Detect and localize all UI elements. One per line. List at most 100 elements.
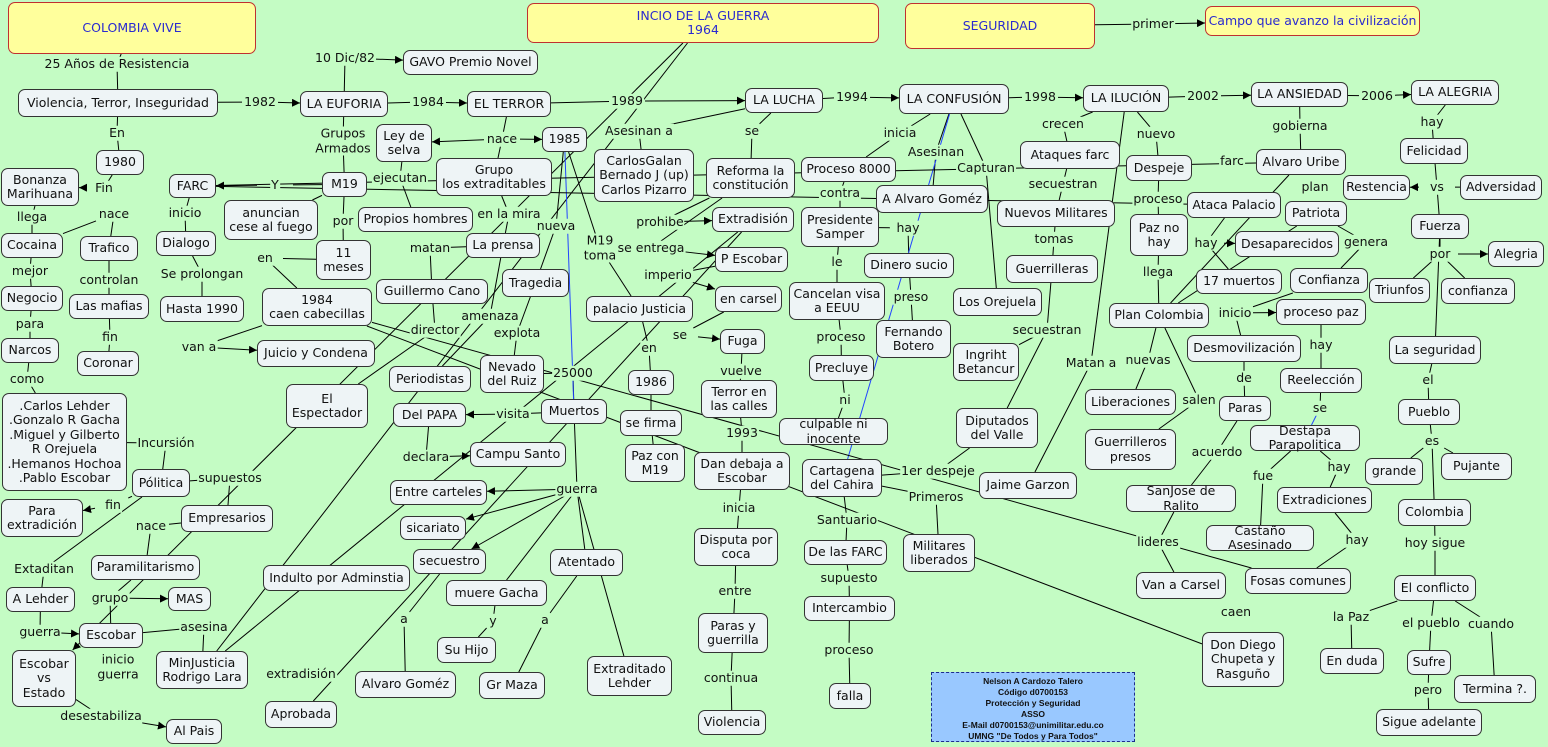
concept-extraditado[interactable]: Extraditado Lehder: [587, 656, 672, 696]
concept-gacha[interactable]: muere Gacha: [446, 580, 547, 606]
concept-galan[interactable]: CarlosGalan Bernado J (up) Carlos Pizarr…: [594, 149, 694, 202]
concept-sufre[interactable]: Sufre: [1407, 650, 1451, 675]
concept-la-seguridad[interactable]: La seguridad: [1389, 336, 1481, 364]
concept-reforma[interactable]: Reforma la constitución: [706, 158, 795, 198]
concept-muertos17[interactable]: 17 muertos: [1196, 269, 1282, 294]
concept-culpable[interactable]: culpable ni inocente: [779, 416, 888, 445]
concept-alvaro2[interactable]: A Alvaro Goméz: [876, 185, 988, 213]
concept-desaparecidos[interactable]: Desaparecidos: [1235, 231, 1339, 257]
concept-violencia2[interactable]: Violencia: [698, 710, 766, 735]
concept-papa[interactable]: Del PAPA: [393, 403, 466, 427]
concept-militares[interactable]: Militares liberados: [903, 534, 975, 572]
concept-plan[interactable]: Plan Colombia: [1109, 303, 1209, 328]
concept-n1985[interactable]: 1985: [542, 127, 587, 152]
concept-se-firma[interactable]: se firma: [620, 410, 682, 436]
concept-carteles[interactable]: Entre carteles: [390, 480, 487, 505]
concept-ataques[interactable]: Ataques farc: [1020, 141, 1120, 169]
concept-once-meses[interactable]: 11 meses: [316, 240, 371, 280]
concept-minjusticia[interactable]: MinJusticia Rodrigo Lara: [156, 651, 248, 689]
concept-fosas[interactable]: Fosas comunes: [1245, 568, 1351, 594]
concept-colombia[interactable]: Colombia: [1398, 499, 1471, 526]
concept-ingrid[interactable]: Ingriht Betancur: [953, 343, 1019, 381]
concept-bonanza[interactable]: Bonanza Marihuana: [1, 168, 79, 206]
concept-van-carsel[interactable]: Van a Carsel: [1136, 572, 1226, 599]
concept-politica[interactable]: Pólitica: [132, 469, 190, 497]
concept-escobar[interactable]: Escobar: [79, 623, 143, 648]
concept-juicio[interactable]: Juicio y Condena: [257, 340, 375, 367]
concept-de-farc[interactable]: De las FARC: [804, 540, 887, 565]
concept-euforia[interactable]: LA EUFORIA: [300, 91, 388, 117]
concept-extraditables[interactable]: Grupo los extraditables: [436, 158, 552, 196]
concept-fuerza[interactable]: Fuerza: [1411, 214, 1469, 239]
concept-confianza[interactable]: Confianza: [1290, 268, 1368, 293]
concept-alegria2[interactable]: Alegria: [1488, 241, 1544, 267]
concept-ilucion[interactable]: LA ILUCIÓN: [1083, 85, 1169, 112]
concept-negocio[interactable]: Negocio: [1, 286, 63, 311]
concept-hasta1990[interactable]: Hasta 1990: [160, 296, 244, 322]
concept-paz-no[interactable]: Paz no hay: [1130, 214, 1188, 256]
concept-alegria[interactable]: LA ALEGRIA: [1411, 80, 1499, 105]
concept-inicio-guerra[interactable]: INCIO DE LA GUERRA 1964: [527, 3, 879, 43]
concept-reeleccion[interactable]: Reelección: [1280, 368, 1362, 393]
concept-indulto[interactable]: Indulto por Adminstia: [263, 565, 410, 591]
concept-grande[interactable]: grande: [1365, 458, 1423, 485]
concept-dinero[interactable]: Dinero sucio: [864, 253, 954, 278]
concept-caen[interactable]: 1984 caen cabecillas: [262, 288, 372, 326]
concept-falla[interactable]: falla: [829, 683, 871, 709]
concept-visa[interactable]: Cancelan visa a EEUU: [789, 282, 885, 320]
concept-patriota[interactable]: Patriota: [1285, 201, 1347, 226]
concept-despeje[interactable]: Despeje: [1126, 155, 1192, 181]
concept-dan-baja[interactable]: Dan debaja a Escobar: [694, 452, 790, 490]
concept-seguridad[interactable]: SEGURIDAD: [905, 3, 1095, 49]
concept-nevado[interactable]: Nevado del Ruiz: [480, 355, 544, 393]
concept-confianza2[interactable]: confianza: [1441, 278, 1515, 304]
concept-paras[interactable]: Paras: [1219, 396, 1271, 421]
concept-paramilitarismo[interactable]: Paramilitarismo: [91, 555, 200, 580]
concept-adversidad[interactable]: Adversidad: [1460, 175, 1542, 200]
concept-muertos[interactable]: Muertos: [541, 399, 607, 424]
concept-espectador[interactable]: El Espectador: [286, 384, 368, 428]
concept-dialogo[interactable]: Dialogo: [156, 231, 216, 256]
concept-extradiciones[interactable]: Extradiciones: [1277, 487, 1372, 513]
concept-proceso8000[interactable]: Proceso 8000: [801, 157, 896, 182]
concept-alvaro1[interactable]: Alvaro Goméz: [355, 671, 456, 698]
concept-terror-calles[interactable]: Terror en las calles: [701, 380, 777, 418]
concept-guerrilleros[interactable]: Guerrilleros presos: [1085, 429, 1176, 470]
concept-farc[interactable]: FARC: [169, 174, 216, 198]
concept-garzon[interactable]: Jaime Garzon: [979, 472, 1077, 499]
concept-violencia[interactable]: Violencia, Terror, Inseguridad: [18, 89, 218, 117]
concept-disputa[interactable]: Disputa por coca: [694, 528, 778, 566]
concept-trafico[interactable]: Trafico: [80, 236, 138, 261]
concept-colombia-vive[interactable]: COLOMBIA VIVE: [8, 2, 256, 54]
concept-a-lehder[interactable]: A Lehder: [6, 587, 75, 612]
concept-mafias[interactable]: Las mafias: [69, 294, 149, 319]
concept-lucha[interactable]: LA LUCHA: [745, 88, 823, 113]
concept-gavo[interactable]: GAVO Premio Novel: [403, 50, 538, 75]
concept-campu[interactable]: Campu Santo: [470, 442, 566, 467]
concept-prensa[interactable]: La prensa: [466, 233, 540, 258]
concept-n1986[interactable]: 1986: [628, 370, 674, 395]
concept-extradision[interactable]: Extradisión: [712, 207, 794, 232]
concept-sigue[interactable]: Sigue adelante: [1376, 709, 1482, 736]
concept-propios[interactable]: Propios hombres: [358, 207, 473, 232]
concept-palacio[interactable]: palacio Justicia: [586, 296, 693, 322]
concept-cano[interactable]: Guillermo Cano: [376, 279, 488, 304]
concept-lista[interactable]: .Carlos Lehder .Gonzalo R Gacha .Miguel …: [2, 393, 127, 491]
concept-ley-selva[interactable]: Ley de selva: [376, 124, 432, 162]
concept-n1980[interactable]: 1980: [96, 150, 144, 175]
concept-carsel[interactable]: en carsel: [715, 286, 782, 312]
concept-para-extradicion[interactable]: Para extradición: [1, 499, 83, 537]
concept-aprobada[interactable]: Aprobada: [265, 701, 337, 728]
concept-atentado[interactable]: Atentado: [550, 549, 623, 576]
concept-termina[interactable]: Termina ?.: [1454, 675, 1536, 703]
concept-coronar[interactable]: Coronar: [77, 351, 139, 376]
concept-pueblo[interactable]: Pueblo: [1398, 399, 1460, 425]
concept-al-pais[interactable]: Al Pais: [166, 719, 222, 744]
concept-liberaciones[interactable]: Liberaciones: [1085, 389, 1176, 415]
concept-guerrilleras[interactable]: Guerrilleras: [1006, 255, 1098, 283]
concept-restencia[interactable]: Restencia: [1343, 175, 1410, 200]
concept-precluye[interactable]: Precluye: [809, 355, 874, 381]
concept-en-duda[interactable]: En duda: [1320, 648, 1384, 674]
concept-castano[interactable]: Castaño Asesinado: [1206, 523, 1314, 552]
concept-tragedia[interactable]: Tragedia: [502, 269, 569, 297]
